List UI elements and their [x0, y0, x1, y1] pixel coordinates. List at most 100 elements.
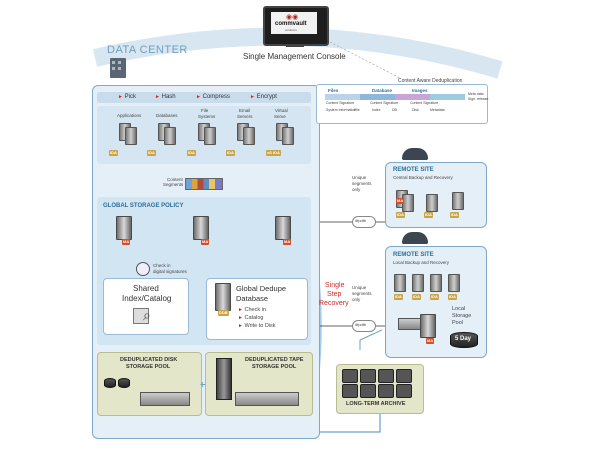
disk-pool-title-1: DEDUPLICATED DISK	[120, 357, 178, 363]
source-server-icon	[164, 127, 176, 145]
unique-bottom-3: only	[352, 297, 361, 302]
check-signatures-label-2: digital signatures	[153, 269, 187, 274]
dedup-header-files: Files	[328, 88, 339, 93]
source-label-databases: Databases	[156, 113, 178, 118]
console-brand-sub: solutions	[285, 28, 297, 32]
ma-badge: MA	[122, 239, 131, 245]
tape-cartridge-icon	[342, 384, 358, 398]
tape-cartridge-icon	[378, 384, 394, 398]
dedup-note-5: Disk	[412, 108, 419, 112]
unique-top-3: only	[352, 187, 361, 192]
tape-cartridge-icon	[342, 369, 358, 383]
vs-ida-badge: vS iDA	[266, 150, 281, 156]
unique-bottom-1: Unique	[352, 285, 367, 290]
tape-cartridge-icon	[360, 369, 376, 383]
pipeline-step-hash: ► Hash	[155, 94, 176, 100]
source-label-file-systems-2: Systems	[198, 114, 216, 119]
tape-cartridge-icon	[396, 384, 412, 398]
dedup-note-4: DB	[392, 108, 397, 112]
tape-cartridge-icon	[360, 384, 376, 398]
disk-pool-title-2: STORAGE POOL	[126, 364, 171, 370]
console-brand: commvault	[275, 21, 307, 27]
remote-site-2-title: REMOTE SITE	[393, 252, 434, 258]
wan-cloud-icon	[352, 216, 376, 228]
five-day-label: 5 Day	[455, 336, 472, 342]
ddb-server-icon	[215, 283, 231, 311]
remote-server-icon	[452, 192, 464, 210]
remote-server-icon	[430, 274, 442, 292]
ida-badge: iDA	[448, 294, 457, 300]
disk-icon	[118, 378, 130, 388]
source-label-virtual-2: Serve	[274, 114, 286, 119]
remote-site-2-subtitle: Local Backup and Recovery	[393, 260, 450, 265]
console-monitor: ◉◉ commvault solutions	[263, 6, 329, 46]
data-center-building-icon	[108, 58, 130, 80]
dedupe-db-title-1: Global Dedupe	[236, 284, 287, 293]
commvault-logo-icon: ◉◉	[286, 14, 299, 21]
local-pool-label-2: Storage	[452, 313, 472, 319]
magnifier-icon: ⌕	[143, 307, 151, 323]
ida-badge: iDA	[187, 150, 196, 156]
dedup-header-database: Database	[372, 88, 393, 93]
recovery-label-1: Single	[325, 282, 345, 289]
remote-server-icon	[448, 274, 460, 292]
ma-badge: MA	[396, 198, 405, 204]
source-label-applications: Applications	[117, 113, 142, 118]
pipeline-bar	[97, 92, 311, 103]
dedup-tail-2: Sign. release	[468, 97, 489, 101]
source-server-icon	[125, 127, 137, 145]
ida-badge: iDA	[450, 212, 459, 218]
source-label-virtual-1: Virtual	[275, 108, 288, 113]
recovery-label-2: Step	[327, 291, 342, 298]
five-day-disk-icon	[450, 332, 478, 348]
dedup-note-6: Metadata	[430, 108, 445, 112]
ida-badge: iDA	[424, 212, 433, 218]
ida-badge: iDA	[394, 294, 403, 300]
source-label-file-systems-1: File	[201, 108, 209, 113]
dedup-note-1: System Information	[326, 108, 357, 112]
source-server-icon	[204, 127, 216, 145]
disk-icon	[104, 378, 116, 388]
remote-site-1-title: REMOTE SITE	[393, 167, 434, 173]
pipeline-step-encrypt: ► Encrypt	[250, 94, 277, 100]
dedup-strip	[325, 94, 465, 100]
source-server-icon	[282, 127, 294, 145]
tape-pool-title-2: STORAGE POOL	[252, 364, 297, 370]
ida-badge: iDA	[147, 150, 156, 156]
unique-bottom-2: segments	[352, 291, 372, 296]
ida-badge: iDA	[109, 150, 118, 156]
dedup-note-2: File	[354, 108, 360, 112]
shared-index-box	[103, 278, 189, 335]
dedup-row-2: Content Signature	[370, 101, 399, 105]
remote-site-building-icon	[402, 148, 428, 160]
remote-site-building-icon	[402, 232, 428, 244]
global-policy-title: GLOBAL STORAGE POLICY	[103, 203, 184, 209]
media-agent-server-icon	[116, 216, 132, 240]
shared-index-title-2: Index/Catalog	[122, 294, 172, 303]
shared-index-title-1: Shared	[133, 284, 159, 293]
dedup-tail-1: Meta data	[468, 92, 484, 96]
console-screen: ◉◉ commvault solutions	[271, 12, 317, 34]
remote-server-icon	[412, 274, 424, 292]
dedup-row-1: Content Signature	[326, 101, 355, 105]
unique-top-1: Unique	[352, 175, 367, 180]
tape-array-icon	[235, 392, 299, 406]
content-segments-label-1: Content	[167, 177, 183, 182]
data-center-title: DATA CENTER	[107, 44, 188, 56]
remote-server-icon	[426, 194, 438, 212]
ida-badge: iDA	[396, 212, 405, 218]
content-segments-label-2: Segments	[163, 182, 184, 187]
ma-badge: MA	[426, 338, 435, 344]
local-ma-server-icon	[420, 314, 436, 338]
remote-site-1-subtitle: Central Backup and Recovery	[393, 175, 453, 180]
dedupe-db-item-2: ► Catalog	[238, 315, 264, 321]
check-signatures-icon	[136, 262, 150, 276]
dedupe-db-item-3: ► Write to Disk	[238, 323, 276, 329]
wan-cloud-icon	[352, 320, 376, 332]
archive-title: LONG-TERM ARCHIVE	[346, 401, 406, 407]
ma-badge: MA	[201, 239, 210, 245]
tape-library-icon	[216, 358, 232, 400]
dedupe-db-title-2: Database	[236, 294, 269, 303]
ddb-badge: DDB	[218, 310, 229, 316]
dedup-panel	[316, 84, 488, 124]
